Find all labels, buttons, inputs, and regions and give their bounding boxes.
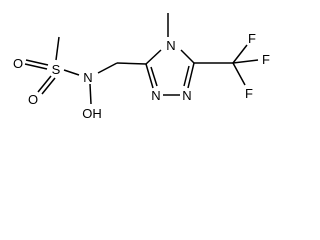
bond-sulfur-oxygen-bottom-b [41,77,56,95]
bond-carbon-fluorine-right [232,59,259,64]
bond-carbon-fluorine-bottom [232,62,246,86]
bond-ring-n2-c3 [145,63,154,89]
bond-carbon-fluorine-top [232,44,248,64]
bond-methylene-ring [116,62,147,65]
bond-sulfur-oxygen-top-a [25,59,49,66]
bond-methyl-sulfur [55,36,60,61]
atom-sulfur: S [52,62,61,77]
molecule-drawing: O O S N OH N N N F F F [13,13,270,121]
bond-sulfur-oxygen-top-b [24,63,48,70]
atom-nitrogen-ring-1: N [151,88,160,103]
bond-sulfur-nitrogen [63,69,80,76]
bond-nitrogen-methylene [97,62,118,74]
bond-ring-c5-n1 [187,62,195,89]
atom-fluorine-top: F [248,31,256,46]
atom-oxygen-sulfonyl-bottom: O [28,92,38,107]
bond-ring-c5-n1-inner [183,65,190,87]
atom-oxygen-sulfonyl-top: O [13,56,23,71]
atom-fluorine-bottom: F [245,86,253,101]
atom-fluorine-right: F [262,52,270,67]
atom-hydroxyl: OH [82,106,102,121]
atom-nitrogen-ring-2: N [182,88,191,103]
structure-diagram: O O S N OH N N N F F F [0,0,298,128]
bond-sulfur-oxygen-bottom-a [37,75,52,93]
atom-nitrogen-ring-4: N [166,38,175,53]
bond-ring-n4-c5 [180,49,195,64]
atom-nitrogen-sulfonamide: N [83,70,92,85]
bond-nitrogen-hydroxyl [89,83,92,105]
bond-ring-n2-c3-inner [150,66,158,87]
bond-ring-c3-n4 [145,49,162,65]
